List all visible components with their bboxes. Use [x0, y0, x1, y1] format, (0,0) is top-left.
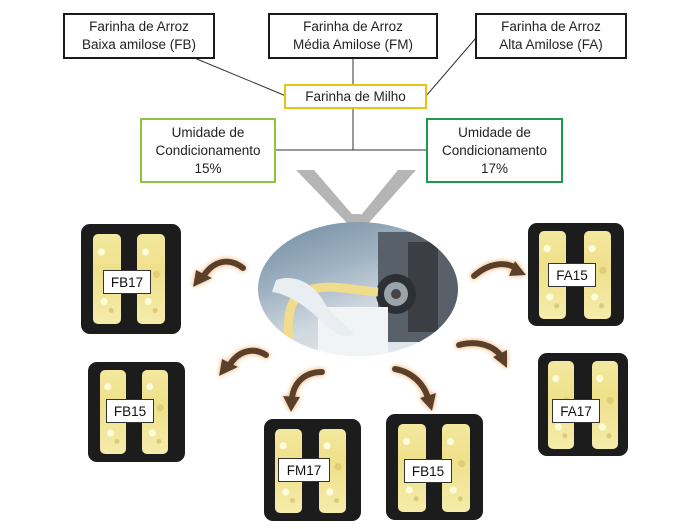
sample-fb15-bottom: FB15	[386, 414, 483, 520]
sample-fb15-left: FB15	[88, 362, 185, 462]
line-fb-to-milho	[191, 56, 287, 97]
moisture-15-box: Umidade de Condicionamento 15%	[140, 118, 276, 183]
sample-fa17: FA17	[538, 353, 628, 456]
rice-flour-high-amylose-box: Farinha de Arroz Alta Amilose (FA)	[475, 13, 627, 59]
moisture-17-line3: 17%	[480, 160, 509, 176]
fb-line1: Farinha de Arroz	[89, 19, 189, 34]
moisture-15-line3: 15%	[194, 160, 222, 176]
arrow-to-fa15-icon	[471, 261, 526, 279]
sample-fa15: FA15	[528, 223, 624, 326]
moisture-15-line1: Umidade de	[171, 124, 245, 140]
corn-flour-label: Farinha de Milho	[305, 88, 406, 104]
rice-flour-low-amylose-box: Farinha de Arroz Baixa amilose (FB)	[63, 13, 215, 59]
sample-fb17: FB17	[81, 224, 181, 334]
fm-line2: Média Amilose (FM)	[292, 37, 414, 52]
sample-fb15-left-label: FB15	[106, 399, 154, 423]
sample-fa15-label: FA15	[548, 263, 596, 287]
arrow-to-fm17-icon	[283, 369, 325, 412]
fm-line1: Farinha de Arroz	[303, 19, 403, 34]
sample-fm17-label: FM17	[278, 458, 330, 482]
fa-line2: Alta Amilose (FA)	[499, 37, 603, 52]
rice-flour-medium-amylose-box: Farinha de Arroz Média Amilose (FM)	[268, 13, 438, 59]
moisture-15-line2: Condicionamento	[155, 142, 261, 158]
sample-fb15-bottom-label: FB15	[404, 459, 452, 483]
fb-line2: Baixa amilose (FB)	[81, 37, 197, 52]
extruder-photo	[258, 222, 458, 356]
moisture-17-line2: Condicionamento	[441, 142, 548, 158]
line-fa-to-milho	[425, 37, 477, 97]
moisture-17-line1: Umidade de	[458, 124, 531, 140]
sample-fb17-label: FB17	[103, 270, 151, 294]
arrow-to-fb15-left-icon	[219, 347, 269, 376]
arrow-to-fb15-bottom-icon	[392, 366, 436, 411]
arrow-to-fb17-icon	[193, 258, 246, 287]
fa-line1: Farinha de Arroz	[501, 19, 601, 34]
arrow-to-fa17-icon	[456, 340, 507, 368]
sample-fa17-label: FA17	[552, 399, 600, 423]
sample-fm17: FM17	[264, 419, 361, 521]
moisture-17-box: Umidade de Condicionamento 17%	[426, 118, 563, 183]
corn-flour-box: Farinha de Milho	[284, 84, 427, 109]
